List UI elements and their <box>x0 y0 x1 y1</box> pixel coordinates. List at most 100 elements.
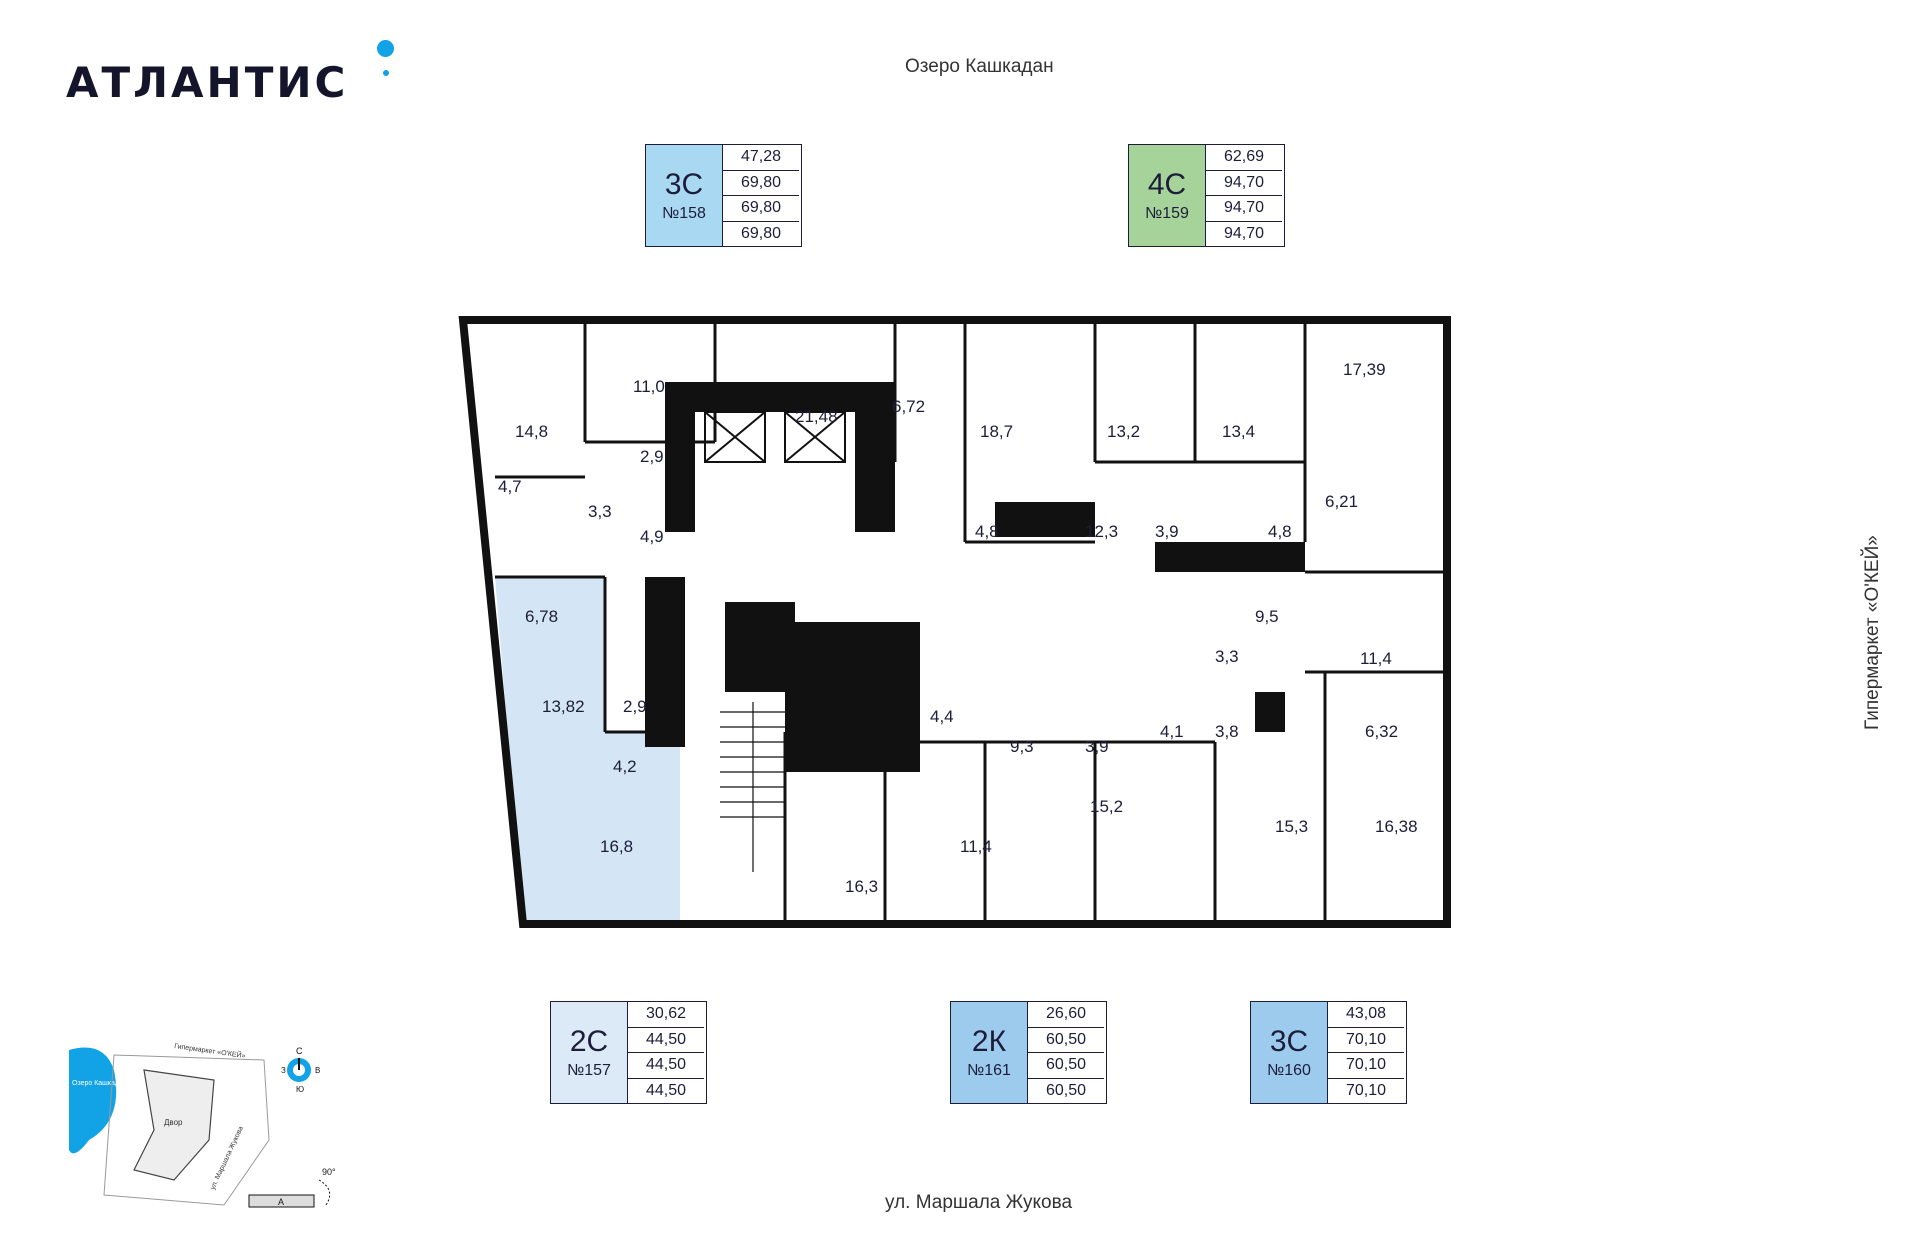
area-value: 70,10 <box>1328 1053 1404 1079</box>
room-area: 4,1 <box>1160 722 1184 741</box>
apartment-card-158[interactable]: 3С №158 47,28 69,80 69,80 69,80 <box>645 144 802 247</box>
core-walls <box>645 382 1305 772</box>
section-label: А <box>278 1197 284 1207</box>
lake-shape <box>69 1047 117 1154</box>
room-area: 9,3 <box>1010 737 1034 756</box>
room-area: 13,2 <box>1107 422 1140 441</box>
room-area: 2,9 <box>640 447 664 466</box>
apartment-type: 3С <box>1269 1024 1309 1058</box>
room-area: 21,48 <box>795 407 838 426</box>
room-area: 11,4 <box>1360 649 1392 668</box>
apartment-card-157[interactable]: 2С №157 30,62 44,50 44,50 44,50 <box>550 1001 707 1104</box>
room-area: 15,2 <box>1090 797 1123 816</box>
apartment-type-cell: 3С №160 <box>1251 1002 1328 1103</box>
rotation-arrow-icon <box>318 1179 331 1206</box>
compass-north: С <box>296 1046 303 1056</box>
direction-east-label: Гипермаркет «О'КЕЙ» <box>1862 535 1883 730</box>
room-area: 4,2 <box>613 757 637 776</box>
room-area: 4,9 <box>640 527 664 546</box>
apartment-type-cell: 4С №159 <box>1129 145 1206 246</box>
compass-west: З <box>281 1066 286 1075</box>
room-area: 3,8 <box>1215 722 1239 741</box>
room-area: 2,9 <box>623 697 647 716</box>
area-value: 30,62 <box>628 1002 704 1028</box>
room-area: 6,72 <box>892 397 925 416</box>
area-value: 69,80 <box>723 196 799 222</box>
section-marker <box>248 1194 315 1208</box>
room-area: 14,8 <box>515 422 548 441</box>
logo-dot <box>377 40 394 57</box>
room-area: 6,32 <box>1365 722 1398 741</box>
apartment-type: 2С <box>569 1024 609 1058</box>
room-area: 15,3 <box>1275 817 1308 836</box>
apartment-areas: 26,60 60,50 60,50 60,50 <box>1028 1002 1104 1103</box>
room-area: 12,3 <box>1085 522 1118 541</box>
room-area: 16,38 <box>1375 817 1418 836</box>
compass-east: В <box>315 1066 320 1075</box>
apartment-type-cell: 3С №158 <box>646 145 723 246</box>
outer-wall <box>458 316 1451 928</box>
direction-south-label: ул. Маршала Жукова <box>885 1192 1073 1213</box>
apartment-areas: 30,62 44,50 44,50 44,50 <box>628 1002 704 1103</box>
logo-text: АТЛАНТИС <box>66 58 349 107</box>
area-value: 69,80 <box>723 171 799 196</box>
room-area: 16,3 <box>845 877 878 896</box>
site-minimap: Озеро Кашкадан Гипермаркет «О'КЕЙ» Двор … <box>69 1041 336 1208</box>
apartment-areas: 62,69 94,70 94,70 94,70 <box>1206 145 1282 246</box>
apartment-number: №158 <box>662 204 706 222</box>
room-area: 6,78 <box>525 607 558 626</box>
area-value: 44,50 <box>628 1028 704 1053</box>
stairwell <box>720 702 785 872</box>
area-value: 44,50 <box>628 1053 704 1079</box>
room-area: 11,0 <box>633 377 665 396</box>
apartment-type: 3С <box>664 167 704 201</box>
building-footprint <box>133 1069 215 1181</box>
street-label: ул. Маршала Жукова <box>209 1125 245 1190</box>
selected-apartment-fill <box>495 577 680 922</box>
room-area: 4,8 <box>975 522 999 541</box>
yard-label: Двор <box>164 1118 183 1127</box>
room-area: 3,3 <box>1215 647 1239 666</box>
apartment-type-cell: 2С №157 <box>551 1002 628 1103</box>
room-area: 9,5 <box>1255 607 1279 626</box>
apartment-areas: 43,08 70,10 70,10 70,10 <box>1328 1002 1404 1103</box>
apartment-card-161[interactable]: 2К №161 26,60 60,50 60,50 60,50 <box>950 1001 1107 1104</box>
apartment-number: №159 <box>1145 204 1189 222</box>
logo-dot-small <box>383 70 389 76</box>
room-area: 16,8 <box>600 837 633 856</box>
room-area: 13,4 <box>1222 422 1255 441</box>
apartment-type-cell: 2К №161 <box>951 1002 1028 1103</box>
room-area: 3,3 <box>588 502 612 521</box>
room-area: 18,7 <box>980 422 1013 441</box>
direction-north-label: Озеро Кашкадан <box>905 56 1054 77</box>
area-value: 60,50 <box>1028 1028 1104 1053</box>
site-outline <box>103 1054 270 1206</box>
room-area: 13,82 <box>542 697 585 716</box>
area-value: 43,08 <box>1328 1002 1404 1028</box>
compass-south: Ю <box>296 1085 304 1094</box>
apartment-areas: 47,28 69,80 69,80 69,80 <box>723 145 799 246</box>
apartment-number: №157 <box>567 1061 611 1079</box>
apartment-type: 4С <box>1147 167 1187 201</box>
floor-plan: 14,8 11,0 21,48 6,72 18,7 13,2 13,4 17,3… <box>458 316 1451 928</box>
area-value: 60,50 <box>1028 1053 1104 1079</box>
area-value: 94,70 <box>1223 224 1265 242</box>
room-labels: 14,8 11,0 21,48 6,72 18,7 13,2 13,4 17,3… <box>498 360 1418 896</box>
area-value: 94,70 <box>1206 171 1282 196</box>
room-area: 3,9 <box>1155 522 1179 541</box>
area-value: 44,50 <box>645 1081 687 1099</box>
area-value: 60,50 <box>1045 1081 1087 1099</box>
room-area: 4,7 <box>498 477 522 496</box>
apartment-type: 2К <box>971 1024 1007 1058</box>
elevator-shafts <box>704 411 861 678</box>
angle-label: 90° <box>322 1167 336 1177</box>
area-value: 70,10 <box>1328 1028 1404 1053</box>
room-area: 3,9 <box>1085 737 1109 756</box>
apartment-number: №161 <box>967 1061 1011 1079</box>
room-area: 11,4 <box>960 837 992 856</box>
area-value: 62,69 <box>1206 145 1282 171</box>
area-value: 94,70 <box>1206 196 1282 222</box>
room-area: 4,4 <box>930 707 954 726</box>
apartment-card-160[interactable]: 3С №160 43,08 70,10 70,10 70,10 <box>1250 1001 1407 1104</box>
apartment-card-159[interactable]: 4С №159 62,69 94,70 94,70 94,70 <box>1128 144 1285 247</box>
